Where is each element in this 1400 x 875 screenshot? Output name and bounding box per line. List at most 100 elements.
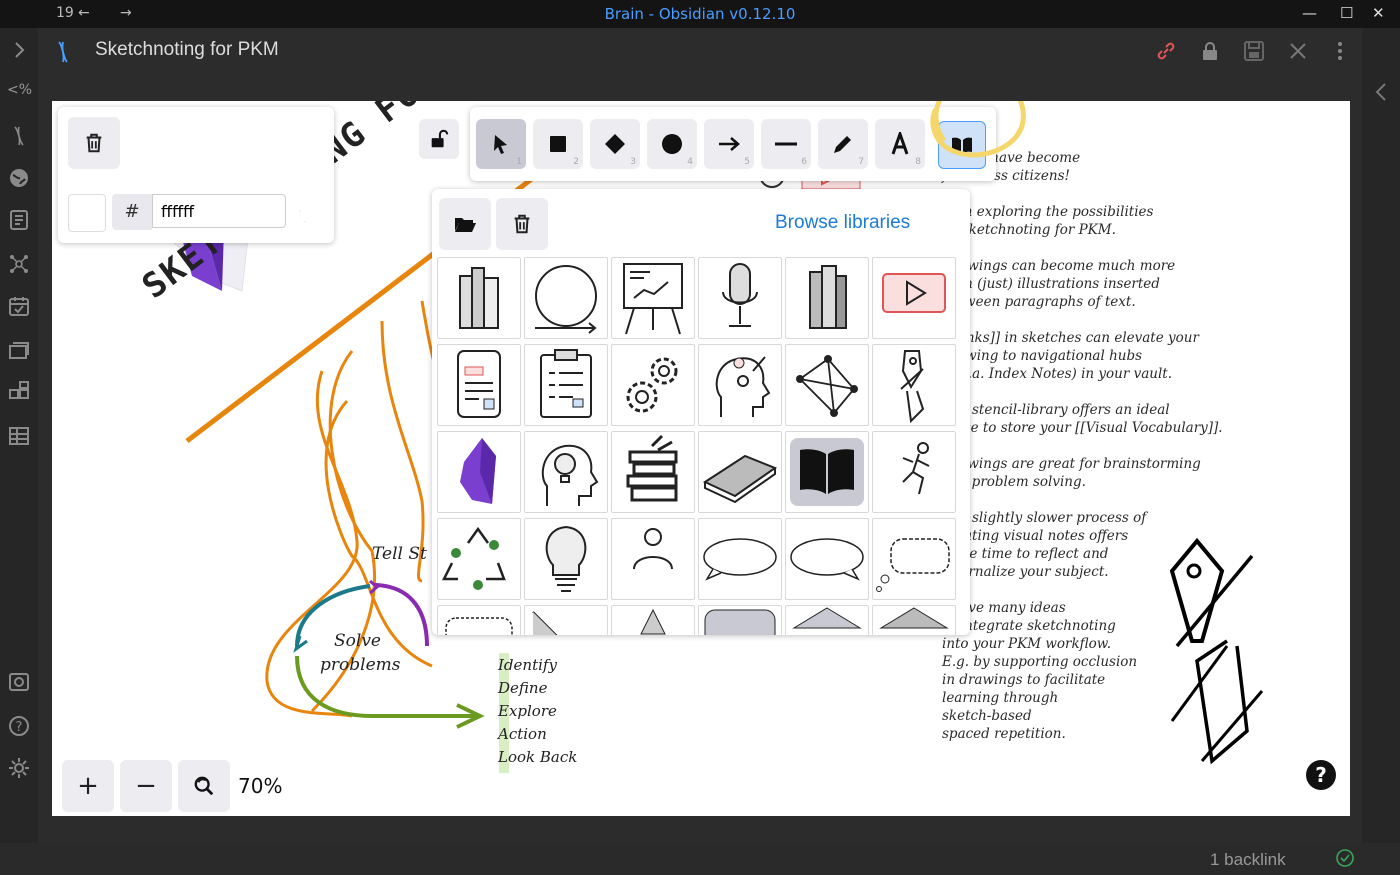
library-item-shape[interactable] (872, 605, 956, 635)
rectangle-tool[interactable]: 2 (533, 119, 583, 169)
library-item-open-book[interactable] (785, 431, 869, 513)
library-item-obsidian-gem[interactable] (437, 431, 521, 513)
help-button-icon[interactable]: ? (1304, 758, 1338, 792)
browse-libraries-link[interactable]: Browse libraries (775, 212, 911, 233)
library-item-head-bulb[interactable] (524, 431, 608, 513)
idea-list: Identify Define Explore Action Look Back (498, 654, 577, 769)
forward-icon[interactable]: → (120, 5, 132, 21)
close-icon[interactable] (1286, 39, 1310, 63)
moon-icon[interactable] (294, 203, 316, 225)
library-item-lightbulb[interactable] (524, 518, 608, 600)
tell-story-text: Tell St (372, 544, 427, 564)
table-icon[interactable] (7, 424, 31, 448)
notes-icon[interactable] (7, 208, 31, 232)
minimize-icon[interactable]: — (1302, 4, 1317, 22)
library-item-shape[interactable] (698, 605, 782, 635)
load-library-button[interactable] (439, 198, 491, 250)
excalidraw-file-icon (58, 41, 68, 63)
calendar-icon[interactable] (7, 294, 31, 318)
delete-button[interactable] (68, 117, 120, 169)
back-icon[interactable]: ← (78, 5, 90, 21)
expand-sidebar-icon[interactable] (7, 38, 31, 62)
selection-tool[interactable]: 1 (476, 119, 526, 169)
arrow-tool[interactable]: 5 (704, 119, 754, 169)
line-tool[interactable]: 6 (761, 119, 811, 169)
excalidraw-icon[interactable] (7, 124, 31, 148)
library-item-cycle[interactable] (524, 257, 608, 339)
excalidraw-canvas[interactable]: SKETCHNOTING FOR PKM Tell St Solve probl… (52, 101, 1350, 816)
maximize-icon[interactable]: ☐ (1340, 4, 1354, 22)
library-item-book-stack[interactable] (785, 257, 869, 339)
graph-view-icon[interactable] (7, 252, 31, 276)
reset-zoom-button[interactable] (178, 760, 230, 812)
library-item-speech-bubble-2[interactable] (785, 518, 869, 600)
line-icon (775, 142, 797, 146)
circle-icon (662, 134, 682, 154)
vault-icon[interactable] (7, 670, 31, 694)
lock-icon[interactable] (1198, 39, 1222, 63)
text-tool[interactable]: 8 (875, 119, 925, 169)
svg-text:?: ? (1315, 763, 1327, 787)
library-item-recycle[interactable] (437, 518, 521, 600)
library-item-closed-book[interactable] (698, 431, 782, 513)
library-item-clipboard[interactable] (524, 344, 608, 426)
globe-icon[interactable] (7, 166, 31, 190)
library-item-shape[interactable] (785, 605, 869, 635)
library-panel: Browse libraries (432, 189, 970, 635)
idea-item: Look Back (498, 748, 578, 766)
library-item-shape[interactable] (524, 605, 608, 635)
help-icon[interactable]: ? (7, 714, 31, 738)
shape-toolbar: 1 2 3 4 5 6 7 8 (470, 107, 996, 181)
idea-item: Define (498, 679, 548, 697)
solve-text: Solve (334, 631, 381, 651)
cards-icon[interactable] (7, 338, 31, 362)
color-swatch[interactable] (68, 194, 106, 232)
save-icon[interactable] (1242, 39, 1266, 63)
library-item-head-ideas[interactable] (698, 344, 782, 426)
library-item-gears[interactable] (611, 344, 695, 426)
sync-check-icon[interactable] (1335, 848, 1355, 868)
ellipse-tool[interactable]: 4 (647, 119, 697, 169)
plugins-icon[interactable] (7, 380, 31, 404)
idea-item: Explore (498, 702, 557, 720)
status-bar: 1 backlink (0, 843, 1400, 875)
library-item-network[interactable] (785, 344, 869, 426)
library-item-shape[interactable] (611, 605, 695, 635)
library-item-running-figure[interactable] (872, 431, 956, 513)
library-item-document[interactable] (437, 344, 521, 426)
library-item-microphone[interactable] (698, 257, 782, 339)
library-item-person[interactable] (611, 518, 695, 600)
backlink-count[interactable]: 1 backlink (1210, 850, 1286, 869)
square-icon (550, 136, 566, 152)
library-item-books[interactable] (437, 257, 521, 339)
color-hash-label: # (112, 194, 152, 230)
zoom-out-button[interactable]: − (120, 760, 172, 812)
idea-item: Identify (498, 656, 557, 674)
library-item-pen-nib[interactable] (872, 344, 956, 426)
library-item-presentation[interactable] (611, 257, 695, 339)
library-item-paper-stack[interactable] (611, 431, 695, 513)
library-item-thought-bubble[interactable] (872, 518, 956, 600)
collapse-right-icon[interactable] (1372, 80, 1390, 104)
lock-tool-button[interactable] (419, 119, 459, 159)
diamond-tool[interactable]: 3 (590, 119, 640, 169)
library-item-speech-bubble[interactable] (698, 518, 782, 600)
clear-library-button[interactable] (496, 198, 548, 250)
zoom-reset-icon (194, 776, 214, 796)
library-item-video[interactable] (872, 257, 956, 339)
link-icon[interactable] (1154, 39, 1178, 63)
zoom-in-button[interactable]: + (62, 760, 114, 812)
folder-open-icon (455, 218, 476, 232)
more-options-icon[interactable] (1328, 39, 1352, 63)
trash-icon (86, 133, 102, 153)
color-hex-input[interactable] (152, 194, 286, 228)
draw-tool[interactable]: 7 (818, 119, 868, 169)
settings-gear-icon[interactable] (7, 756, 31, 780)
close-window-icon[interactable]: ✕ (1372, 4, 1385, 22)
trash-icon (514, 214, 530, 234)
library-item-shape[interactable] (437, 605, 521, 635)
templater-icon[interactable]: <% (7, 82, 33, 98)
